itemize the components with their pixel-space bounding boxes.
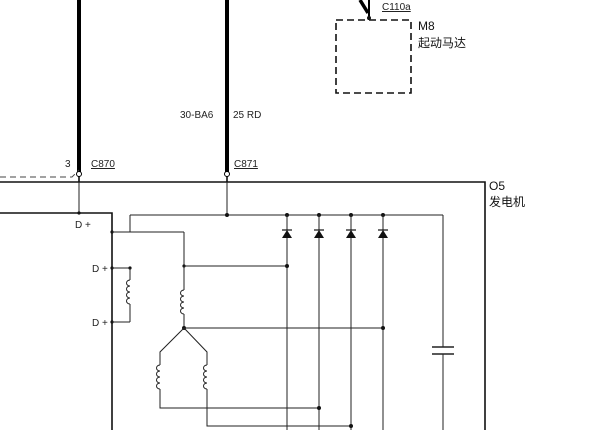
pin-number-label: 3 [65, 159, 71, 170]
wire-color-label: 25 RD [233, 110, 261, 121]
diode-3 [346, 215, 356, 430]
diode-2 [314, 215, 324, 430]
terminal-d-plus-2: D + [92, 264, 108, 275]
phase-line-4 [206, 389, 351, 427]
stator-branch-right [183, 327, 208, 365]
phase-line-3 [159, 389, 319, 409]
starter-ref-label: M8 [418, 19, 435, 33]
connector-c870-label: C870 [91, 159, 115, 170]
voltage-regulator: D + D + D + [0, 182, 114, 430]
circuit-label: 30-BA6 [180, 110, 214, 121]
phase-node-1 [285, 264, 289, 268]
stator-branch-left [159, 327, 185, 365]
phase-node-4 [349, 424, 353, 428]
terminal-d-plus-1: D + [75, 220, 91, 231]
field-coil [126, 279, 131, 305]
starter-pin [367, 16, 371, 20]
alternator-outline [0, 181, 486, 430]
connector-c871-label: C871 [234, 159, 258, 170]
regulator-feed-dot [77, 211, 81, 215]
pin-c871 [224, 171, 230, 177]
alternator-ref-label: O5 [489, 179, 505, 193]
terminal-d-plus-3: D + [92, 318, 108, 329]
alternator-internal-circuit [112, 182, 454, 430]
starter-motor-outline [335, 19, 412, 94]
stator-coil-left [156, 364, 161, 390]
alternator-o5: O5 发电机 [0, 179, 525, 430]
phase-node-3 [317, 406, 321, 410]
regulator-outline [0, 212, 113, 430]
alternator-name-label: 发电机 [489, 194, 525, 209]
wire-left-dashed [0, 169, 80, 178]
diode-1 [282, 215, 292, 430]
starter-name-label: 起动马达 [418, 36, 466, 50]
incoming-wires [0, 0, 230, 182]
starter-motor-m8: C110a M8 起动马达 [335, 0, 466, 94]
starter-connector-label: C110a [382, 2, 411, 13]
diode-4 [378, 215, 388, 430]
stator-coil-right [203, 364, 208, 390]
stator-coil-top [180, 289, 185, 315]
phase-node-2 [381, 326, 385, 330]
pin-c870 [76, 171, 82, 177]
starter-feed-wire [358, 0, 370, 14]
bus-node-main [225, 213, 229, 217]
